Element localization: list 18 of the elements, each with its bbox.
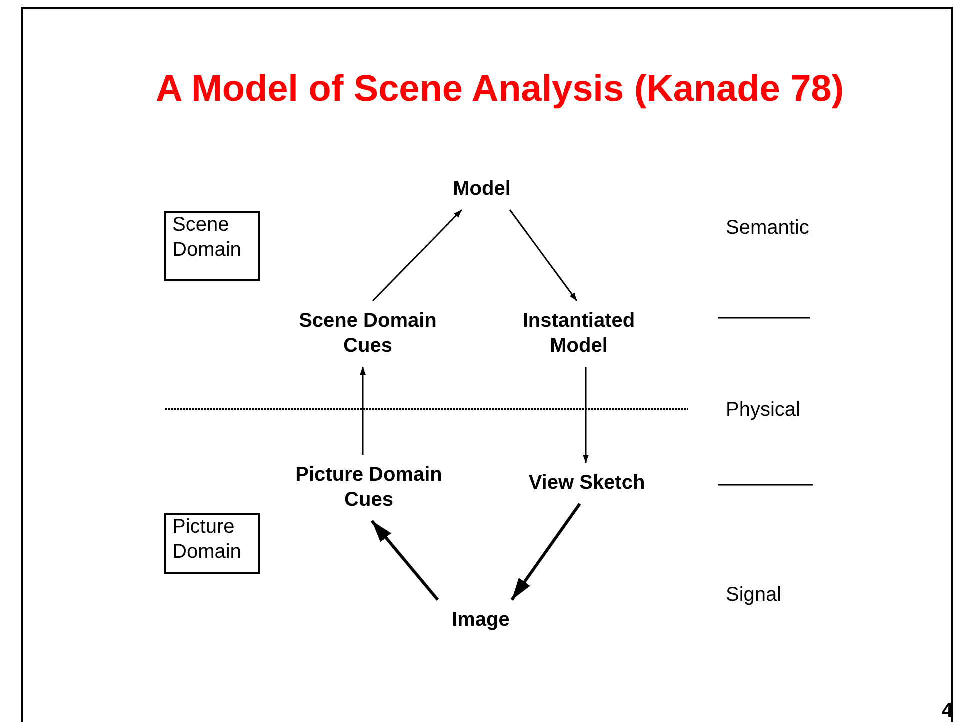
stage-label: Scene Domain Cues [278,309,458,359]
level-label: Semantic [726,217,810,240]
stage-label: Picture Domain Cues [272,463,466,513]
domain-box: Scene Domain [164,211,260,281]
arrow [372,209,463,302]
stage-label: View Sketch [512,471,662,496]
level-label: Signal [726,584,782,607]
arrow [510,503,582,601]
arrow [370,520,440,601]
stage-label: Instantiated Model [504,309,654,359]
arrow [509,210,578,302]
stage-label: Image [436,608,526,633]
title: A Model of Scene Analysis (Kanade 78) [154,68,846,110]
arrow [360,367,366,455]
stage-label: Model [437,177,527,202]
level-label: Physical [726,399,800,422]
arrow [583,367,589,463]
domain-box: Picture Domain [164,513,260,574]
